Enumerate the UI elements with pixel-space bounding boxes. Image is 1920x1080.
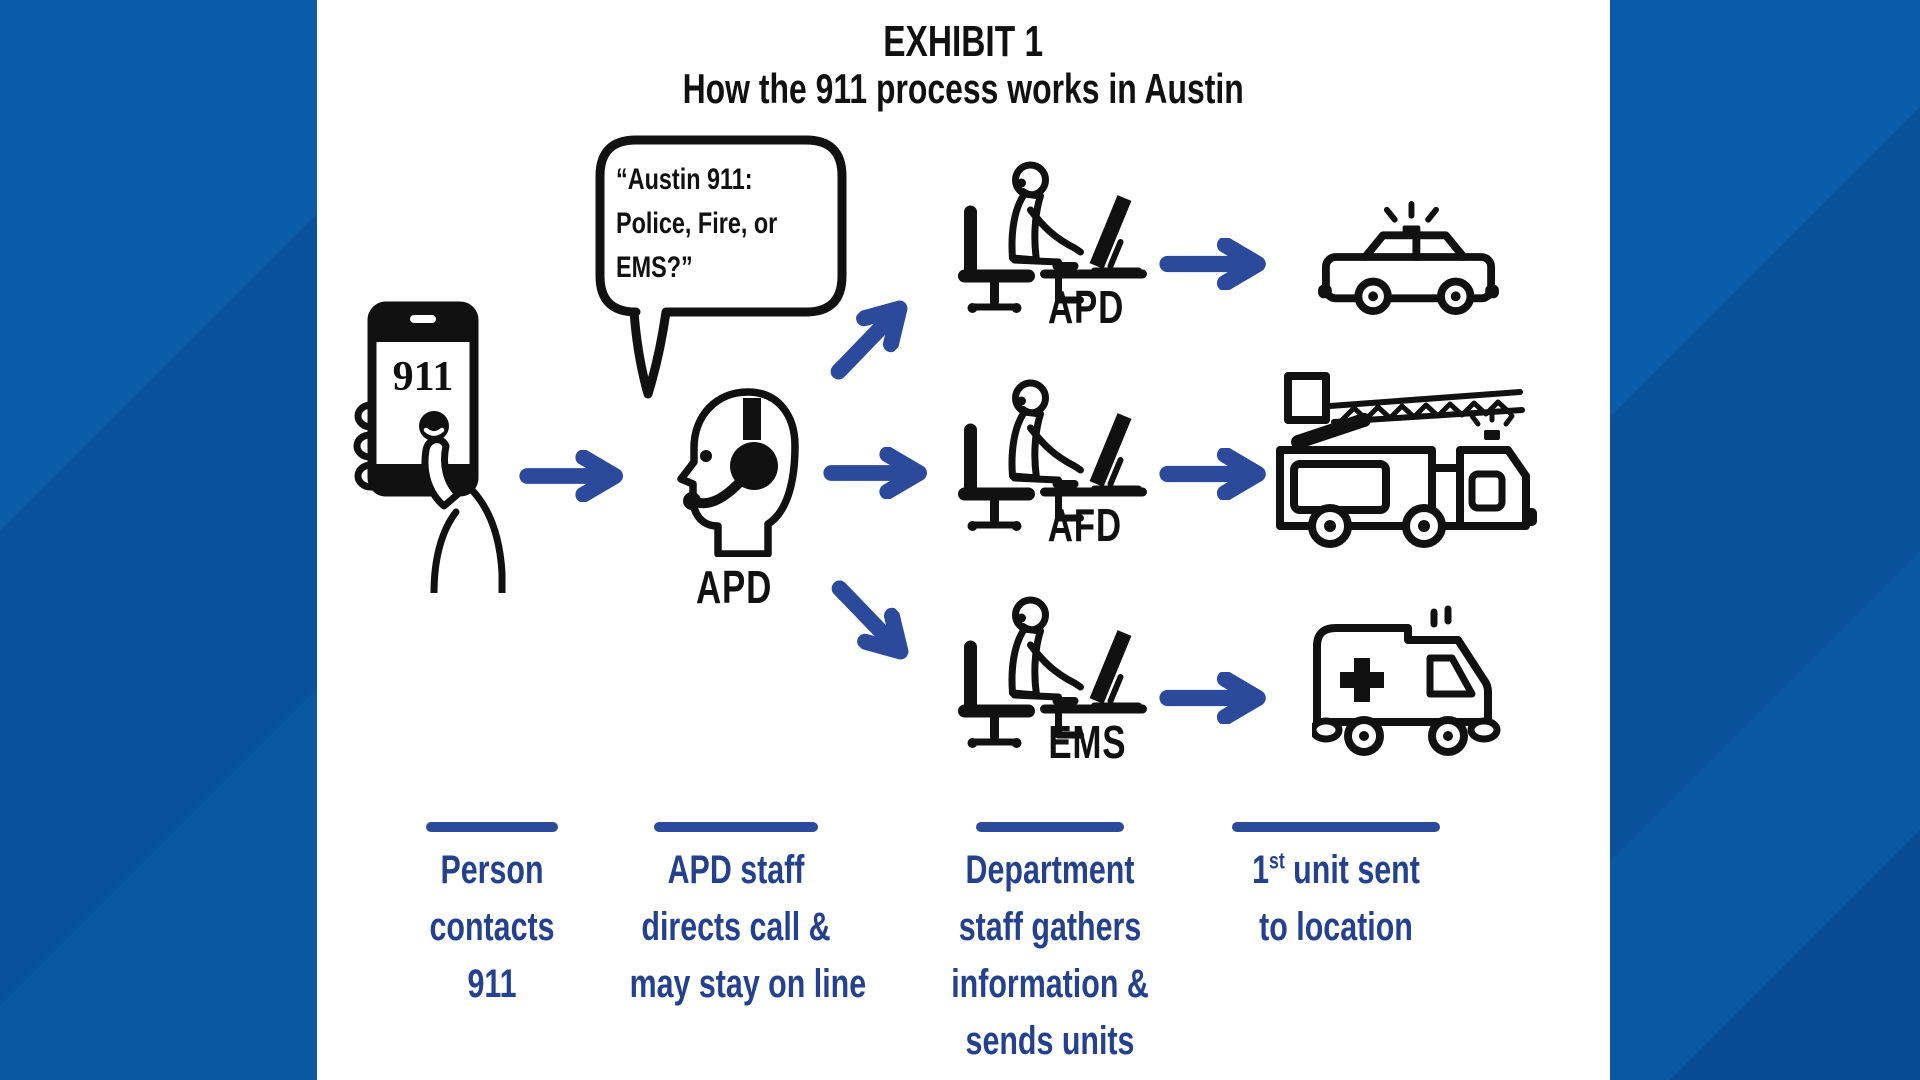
title-line1: EXHIBIT 1: [883, 17, 1044, 66]
arrow-down-right-icon: [814, 564, 929, 681]
dispatcher-at-computer-icon: EMS: [942, 585, 1147, 775]
dispatcher-label: AFD: [1047, 499, 1122, 551]
phone-911-in-hand-icon: 911: [350, 298, 530, 597]
dispatcher-at-computer-icon: APD: [942, 150, 1147, 340]
step-caption-4: 1st unit sent to location: [1196, 822, 1476, 956]
call-taker-headset-icon: [658, 382, 808, 558]
call-taker-label: APD: [696, 561, 773, 613]
step-caption-2: APD staff directs call & may stay on lin…: [596, 822, 876, 1013]
arrow-up-right-icon: [813, 280, 928, 397]
phone-screen-number: 911: [393, 354, 454, 400]
bubble-line1: “Austin 911:: [616, 163, 753, 196]
step-rule: [976, 822, 1124, 832]
arrow-right-icon: [822, 447, 934, 499]
title-line2: How the 911 process works in Austin: [682, 65, 1245, 112]
bubble-line2: Police, Fire, or: [616, 207, 778, 240]
arrow-right-icon: [1158, 672, 1273, 724]
step-caption-1: Person contacts 911: [352, 822, 632, 1013]
right-background-panel: [1610, 0, 1920, 1080]
arrow-right-icon: [518, 450, 630, 502]
left-background-panel: [0, 0, 317, 1080]
dispatcher-label: EMS: [1048, 716, 1127, 768]
step-caption-3: Department staff gathers information & s…: [910, 822, 1190, 1070]
speech-bubble: [590, 132, 852, 412]
page-title: EXHIBIT 1 How the 911 process works in A…: [317, 18, 1610, 112]
step-rule: [654, 822, 818, 832]
dispatcher-at-computer-icon: AFD: [942, 368, 1147, 558]
speech-bubble-text: “Austin 911: Police, Fire, or EMS?”: [616, 158, 846, 290]
ambulance-icon: [1309, 600, 1512, 760]
arrow-right-icon: [1158, 238, 1273, 290]
arrow-right-icon: [1158, 448, 1273, 500]
dispatcher-label: APD: [1048, 281, 1125, 333]
fire-truck-icon: [1268, 362, 1540, 562]
step-rule: [426, 822, 558, 832]
police-car-icon: [1318, 198, 1500, 316]
bubble-line3: EMS?”: [616, 251, 693, 284]
step-rule: [1232, 822, 1440, 832]
